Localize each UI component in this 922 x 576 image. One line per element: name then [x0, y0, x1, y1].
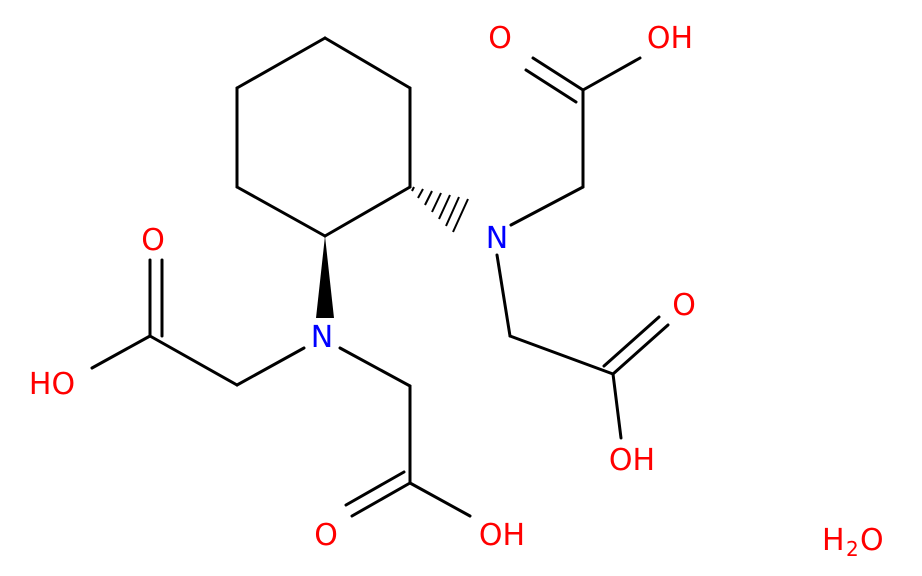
water-hydrogen: H: [822, 523, 845, 558]
nitrogen-atom-right: N: [486, 221, 508, 256]
left-acetic-arms: [90, 258, 472, 518]
cyclohexane-ring: [235, 36, 412, 238]
water-oxygen: O: [860, 523, 884, 558]
oxygen-atom-upper-left-carbonyl: O: [141, 223, 165, 258]
oxygen-atom-upper-right-carbonyl: O: [488, 21, 512, 56]
hashed-wedge-bond: [411, 186, 469, 233]
right-acetic-arms: [495, 56, 670, 440]
water-subscript: 2: [846, 537, 859, 561]
water-molecule: H 2 O: [822, 523, 884, 561]
hydroxyl-group-lower-left: OH: [479, 518, 525, 553]
hydroxyl-group-lower-right: OH: [609, 443, 655, 478]
oxygen-atom-lower-left-carbonyl: O: [314, 518, 338, 553]
hydroxyl-group-upper-right: OH: [647, 21, 693, 56]
oxygen-atom-lower-right-carbonyl: O: [672, 288, 696, 323]
solid-wedge-bond: [316, 236, 334, 318]
hydroxyl-group-left: HO: [29, 367, 75, 402]
nitrogen-atom-left: N: [311, 320, 333, 355]
